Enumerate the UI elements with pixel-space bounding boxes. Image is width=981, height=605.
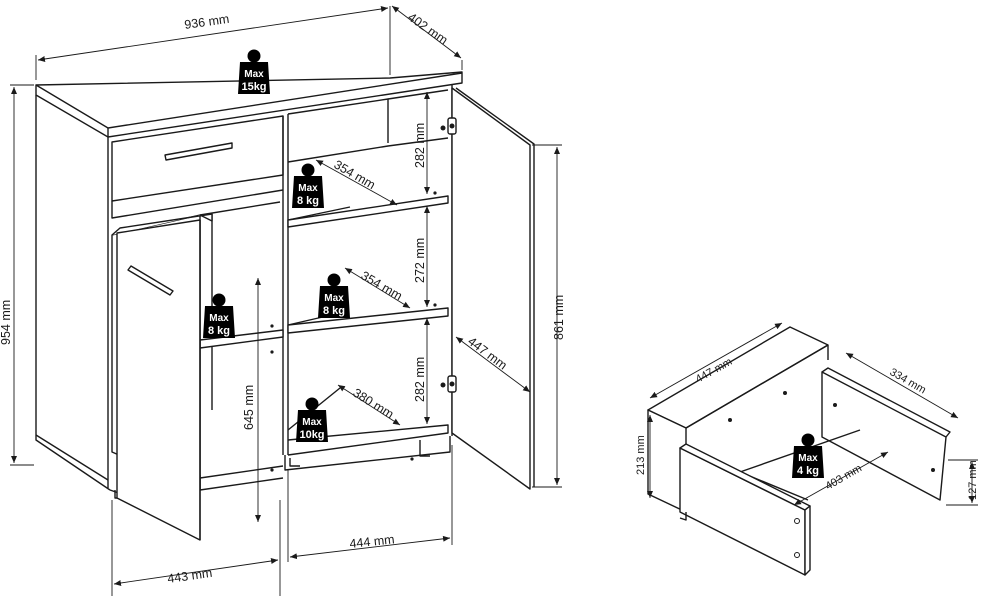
weight-badge-drawer: Max 4 kg — [792, 433, 824, 478]
dim-drawer-height: 213 mm — [635, 435, 647, 475]
load-drawer: 4 kg — [797, 465, 819, 477]
weight-badge-shelf-mid: Max 8 kg — [318, 273, 350, 318]
dim-shelf-top-height: 282 mm — [413, 123, 427, 168]
dim-shelf-mid-depth: 354 mm — [359, 268, 405, 303]
load-shelf-mid: 8 kg — [323, 305, 345, 317]
load-top: 15kg — [241, 81, 266, 93]
drawer-back-top — [647, 326, 829, 429]
svg-text:Max: Max — [298, 183, 318, 194]
dim-left-bay-height: 645 mm — [242, 385, 256, 430]
dim-cabinet-width: 936 mm — [183, 12, 230, 32]
weight-icon — [792, 446, 824, 478]
dim-drawer-inner-width: 403 mm — [824, 462, 864, 492]
dim-shelf-bottom-height: 282 mm — [413, 357, 427, 402]
weight-badge-shelf-top: Max 8 kg — [292, 163, 324, 208]
weight-icon — [292, 176, 324, 208]
weight-badge-shelf-bottom: Max 10kg — [296, 397, 328, 442]
shelf-middle — [287, 307, 449, 334]
dim-right-bay-width: 444 mm — [349, 532, 395, 551]
left-door-handle — [127, 265, 174, 296]
dim-cabinet-height: 954 mm — [0, 300, 13, 345]
weight-badge-top: Max 15kg — [238, 49, 270, 94]
dim-shelf-mid-height: 272 mm — [413, 238, 427, 283]
dim-shelf-top-depth: 354 mm — [332, 157, 378, 192]
weight-icon — [318, 286, 350, 318]
svg-text:Max: Max — [302, 417, 322, 428]
cabinet-left-side — [35, 95, 111, 491]
svg-text:Max: Max — [244, 69, 264, 80]
right-door — [451, 87, 531, 490]
drawer-front-panel — [679, 447, 806, 576]
dim-left-bay-width: 443 mm — [166, 566, 213, 586]
shelf-bottom — [287, 424, 449, 456]
weight-icon — [296, 410, 328, 442]
load-shelf-left: 8 kg — [208, 325, 230, 337]
weight-badge-shelf-left: Max 8 kg — [203, 293, 235, 338]
dim-door-height: 861 mm — [552, 295, 566, 340]
dim-cabinet-depth: 402 mm — [405, 10, 450, 47]
drawer-handle — [164, 142, 233, 161]
weight-icon — [238, 62, 270, 94]
dim-drawer-depth: 334 mm — [888, 366, 928, 396]
cabinet — [35, 71, 535, 541]
weight-icon — [203, 306, 235, 338]
dim-drawer-inner-height: 127 mm — [967, 460, 979, 500]
load-shelf-top: 8 kg — [297, 195, 319, 207]
dim-shelf-bottom-depth: 380 mm — [350, 386, 396, 422]
svg-text:Max: Max — [209, 313, 229, 324]
svg-text:Max: Max — [324, 293, 344, 304]
svg-text:Max: Max — [798, 453, 818, 464]
load-shelf-bottom: 10kg — [299, 429, 324, 441]
